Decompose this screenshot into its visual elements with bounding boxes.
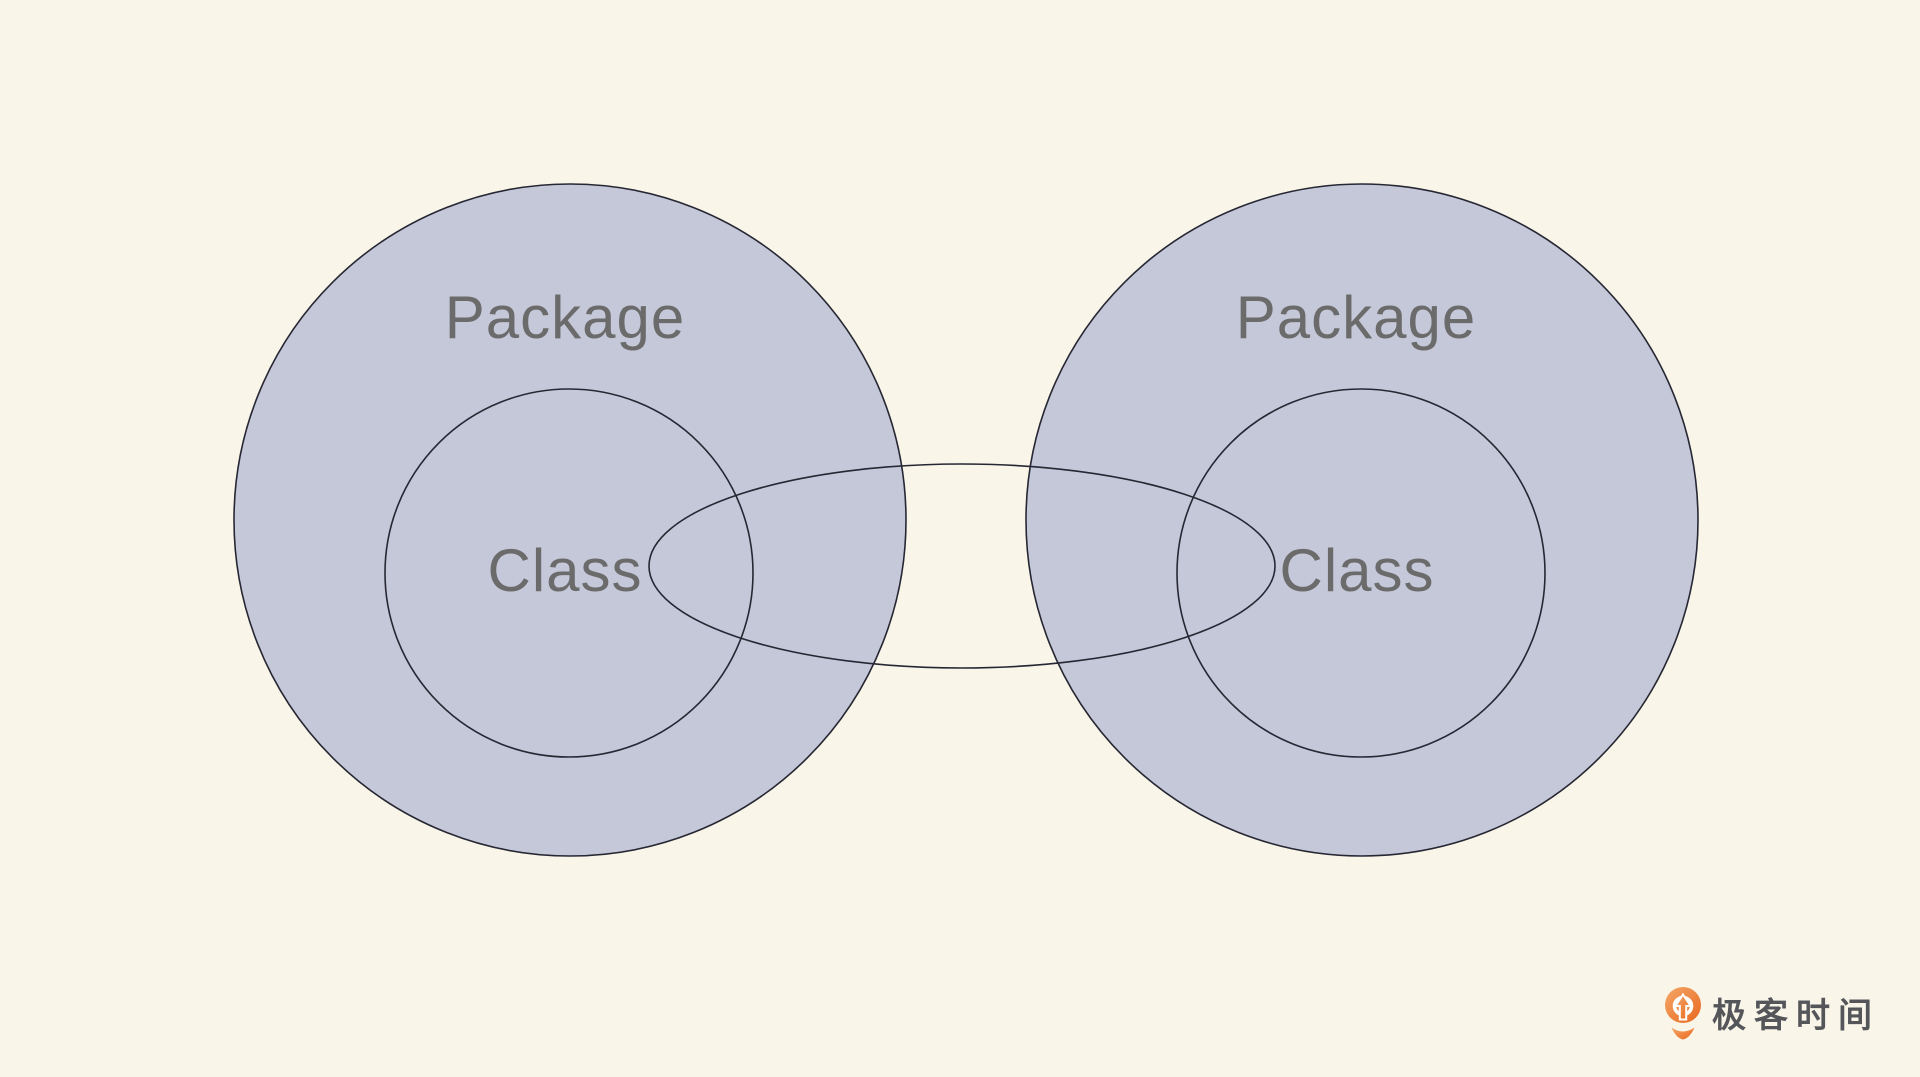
- right-class-circle: [1176, 388, 1546, 758]
- right-class-label: Class: [1279, 537, 1434, 604]
- geektime-logo-text: 极客时间: [1712, 996, 1880, 1035]
- left-package-label: Package: [445, 284, 686, 351]
- left-class-label: Class: [487, 537, 642, 604]
- right-package-label: Package: [1236, 284, 1477, 351]
- geektime-logo-icon: [1665, 987, 1701, 1040]
- link-ellipse: [648, 463, 1276, 669]
- left-class-circle: [384, 388, 754, 758]
- geektime-logo: 极客时间: [1665, 987, 1880, 1040]
